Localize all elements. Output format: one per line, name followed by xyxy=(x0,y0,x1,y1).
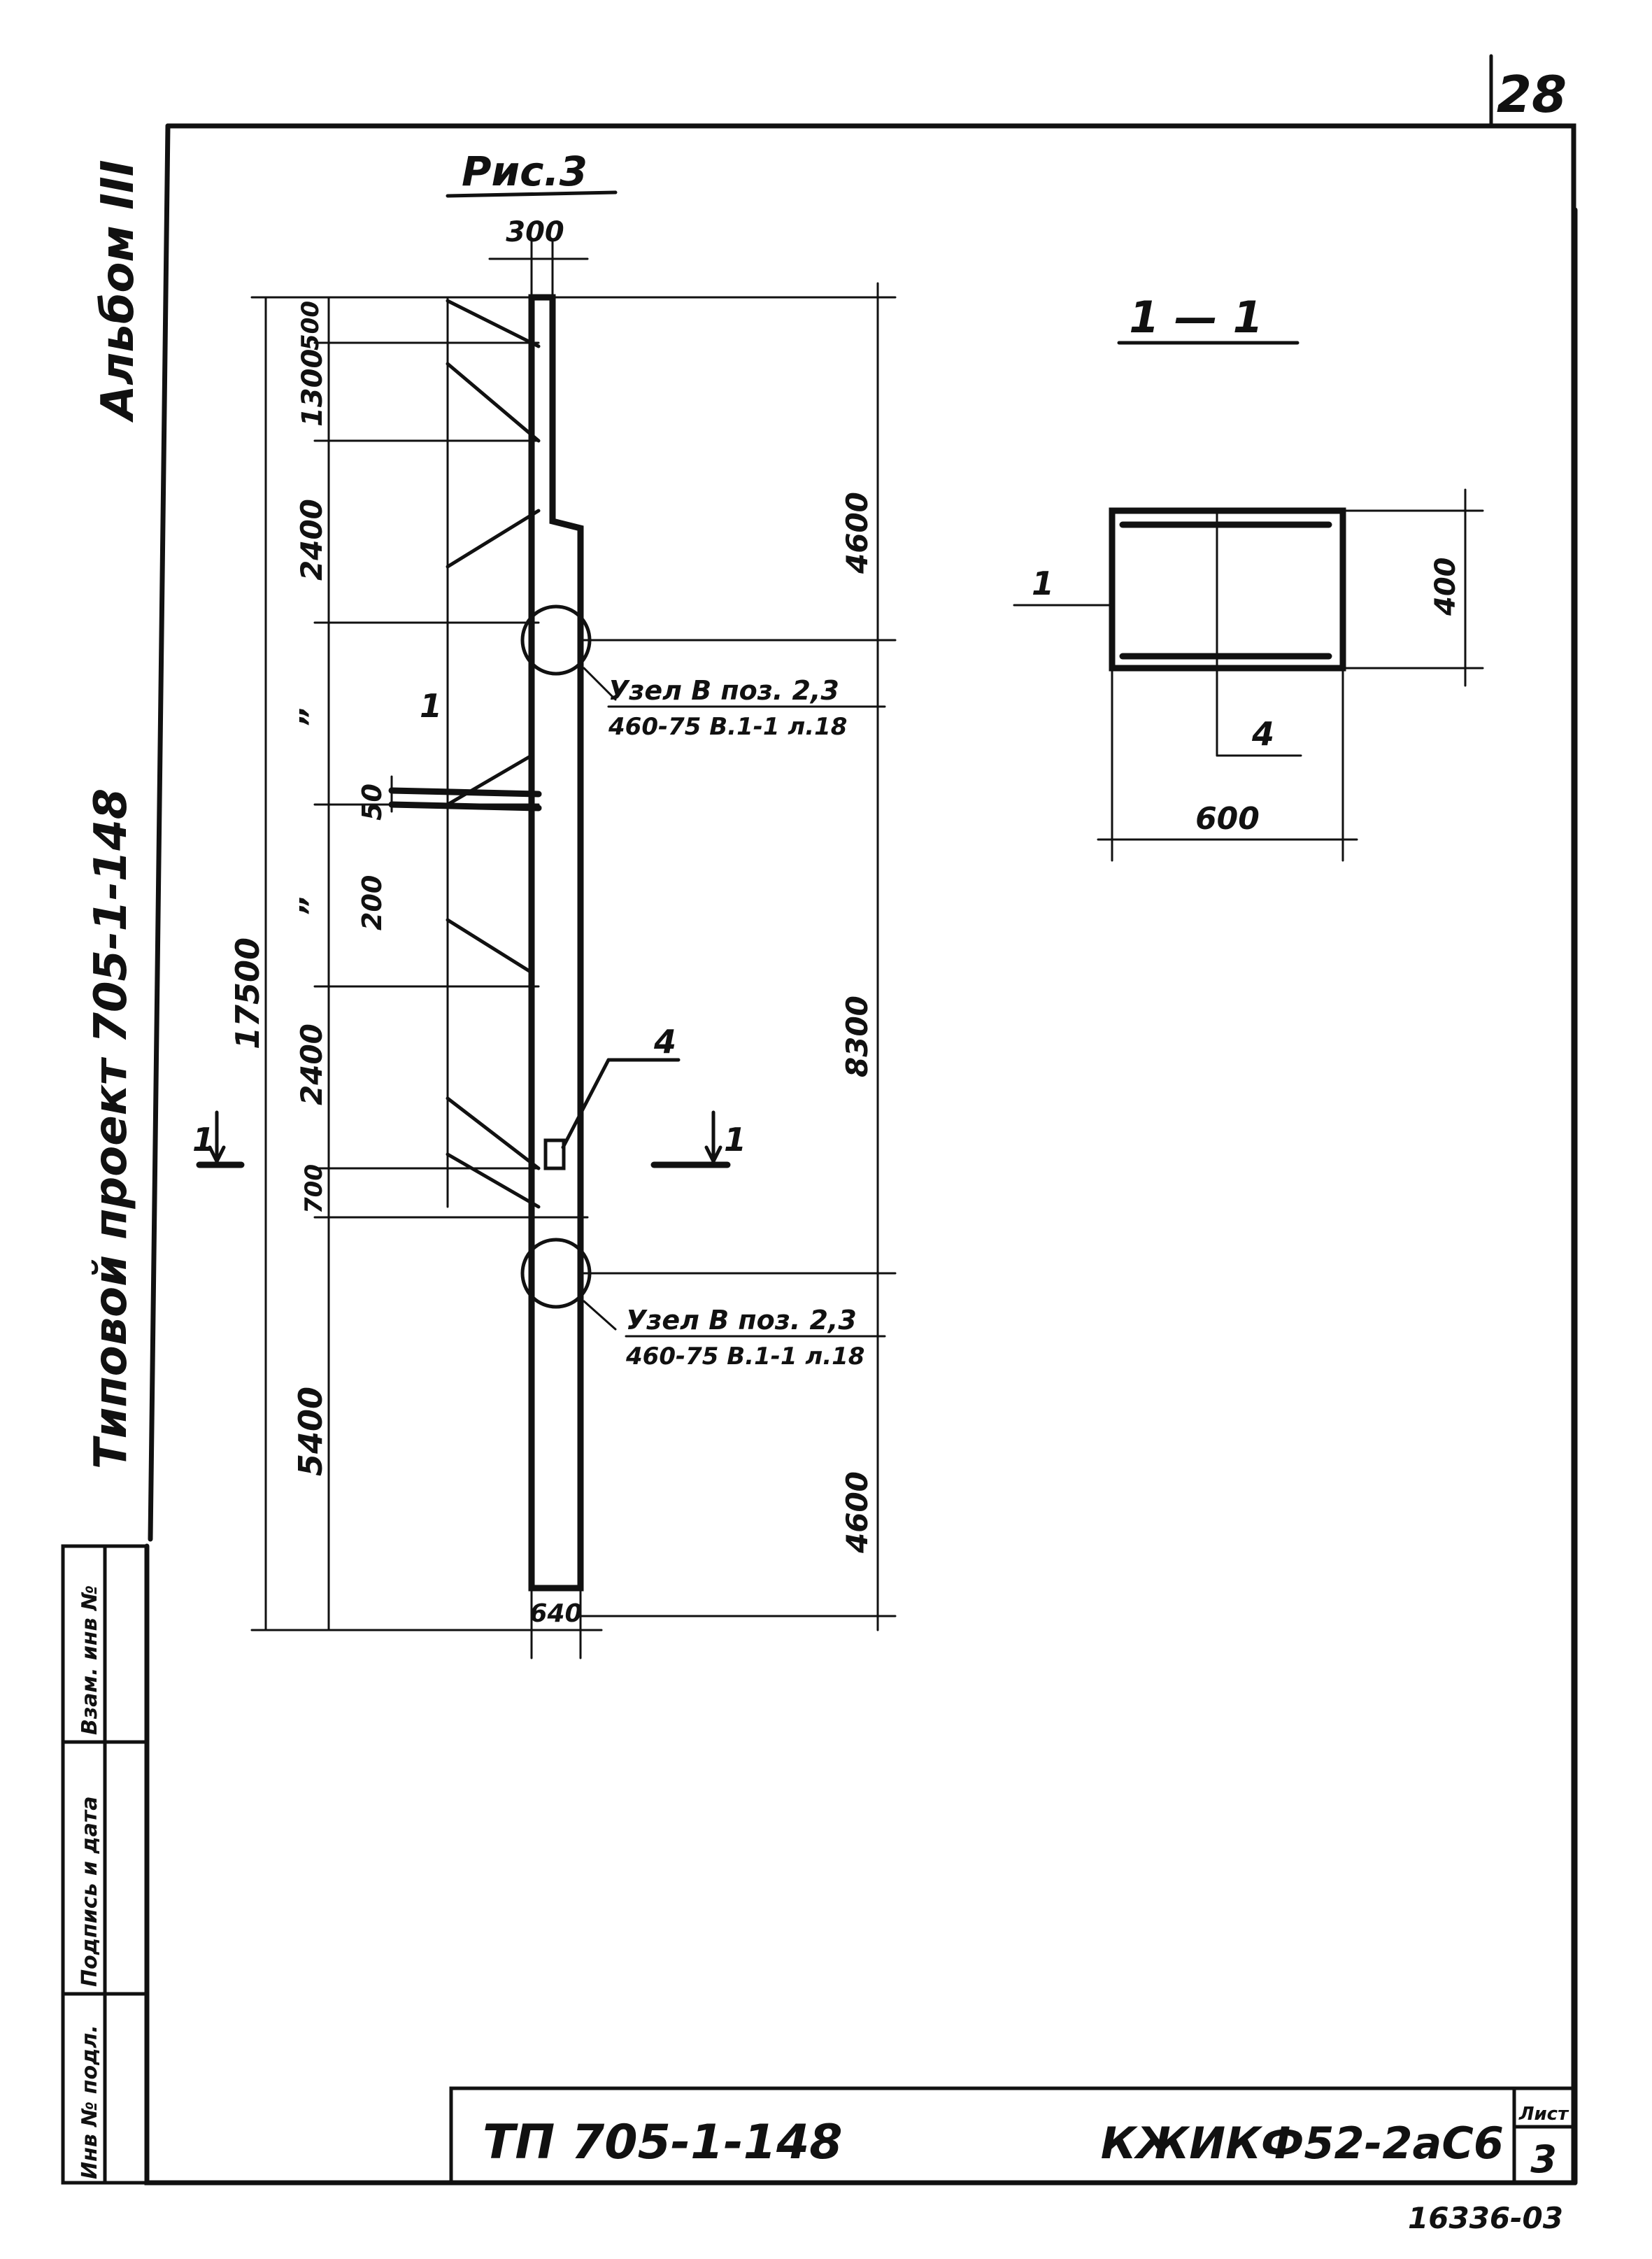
figure-title-underline xyxy=(446,190,618,198)
strut-5 xyxy=(446,918,534,975)
section-title: 1 — 1 xyxy=(1129,292,1262,343)
dim-top-width-value: 300 xyxy=(506,216,564,248)
node-note-upper-line2: 460-75 В.1-1 л.18 xyxy=(608,713,847,741)
section-cut-right: 1 xyxy=(650,1110,746,1168)
archive-number: 16336-03 xyxy=(1408,2201,1563,2235)
strut-1 xyxy=(446,299,541,348)
strut-7 xyxy=(446,1152,541,1209)
dim-seg-repeat-2: ” xyxy=(294,897,329,916)
sheet-frame xyxy=(144,123,1576,2186)
section-cut-left: 1 xyxy=(192,1110,245,1168)
section-outline xyxy=(1109,507,1346,672)
dim-inner-50: 50 xyxy=(357,784,387,821)
dim-seg-repeat-1: ” xyxy=(294,708,329,728)
title-block: ТП 705-1-148 КЖИКФ52-2аС6 Лист 3 16336-0… xyxy=(449,2086,1576,2235)
node-leader-upper xyxy=(583,667,617,701)
dim-seg-2400-lower: 2400 xyxy=(294,1024,329,1105)
album-label: Альбом III xyxy=(92,160,144,423)
dim-seg-700: 700 xyxy=(300,1164,328,1214)
dim-bottom-width: 640 xyxy=(488,1587,603,1659)
sheet-number: 3 xyxy=(1530,2137,1557,2181)
column-outline xyxy=(528,294,584,1592)
cut-left-arrowhead xyxy=(208,1145,226,1166)
figure-title: Рис.3 xyxy=(462,148,588,195)
strut-6 xyxy=(446,1096,541,1170)
dim-overall-17500: 17500 xyxy=(229,937,266,1049)
dim-inner-200: 200 xyxy=(357,875,387,930)
node-note-lower: Узел В поз. 2,3 460-75 В.1-1 л.18 xyxy=(625,1305,886,1371)
cut-left-label: 1 xyxy=(192,1121,215,1159)
project-code: ТП 705-1-148 xyxy=(483,2115,843,2170)
pos1-label: 1 xyxy=(420,687,442,725)
dim-seg-5400: 5400 xyxy=(292,1387,329,1476)
dim-right-4600-upper: 4600 xyxy=(840,492,874,574)
node-leader-lower xyxy=(583,1300,617,1331)
dim-seg-1300: 1300 xyxy=(297,349,329,427)
stamp-replaces-inv: Взам. инв № xyxy=(78,1585,102,1735)
strut-4 xyxy=(446,753,534,807)
node-note-upper: Узел В поз. 2,3 460-75 В.1-1 л.18 xyxy=(607,675,886,741)
dim-seg-500: 500 xyxy=(297,301,325,350)
pos4-leader xyxy=(561,1058,611,1149)
section-pos4-label: 4 xyxy=(1251,715,1274,753)
dim-right-4600-lower: 4600 xyxy=(840,1471,874,1554)
embedded-plate xyxy=(543,1138,566,1170)
section-width-value: 600 xyxy=(1195,801,1260,837)
section-height-value: 400 xyxy=(1430,558,1462,617)
stamp-signature-date: Подпись и дата xyxy=(78,1797,102,1987)
dim-bottom-width-value: 640 xyxy=(529,1599,582,1628)
cut-right-label: 1 xyxy=(724,1121,746,1159)
bracket-rod-1 xyxy=(388,787,542,798)
sheet-label: Лист xyxy=(1518,2104,1569,2125)
dim-seg-2400-upper: 2400 xyxy=(294,499,329,581)
frame-left-edge xyxy=(148,123,171,1542)
section-pos1-label: 1 xyxy=(1032,565,1054,602)
side-stamp: Инв № подл. Подпись и дата Взам. инв № xyxy=(61,1544,149,2185)
title-block-frame xyxy=(449,2086,1576,2185)
cut-right-arrowhead xyxy=(704,1145,722,1166)
pos4-label: 4 xyxy=(653,1023,676,1061)
dim-top-width: 300 xyxy=(488,216,589,299)
dim-right-8300: 8300 xyxy=(840,996,874,1077)
strut-2 xyxy=(446,362,541,443)
dim-left-chain: 500 1300 2400 ” ” 2400 700 5400 17500 20… xyxy=(229,296,589,1631)
node-note-lower-line1: Узел В поз. 2,3 xyxy=(626,1305,857,1336)
dim-right-chain: 4600 8300 4600 xyxy=(551,282,897,1631)
project-label: Типовой проект 705-1-148 xyxy=(85,788,137,1469)
page-number: 28 xyxy=(1497,65,1567,124)
column-elevation: 4 1 xyxy=(388,294,681,1592)
node-note-lower-line2: 460-75 В.1-1 л.18 xyxy=(625,1343,864,1371)
section-1-1: 1 — 1 4 1 400 600 xyxy=(1013,292,1484,862)
stamp-inv-number: Инв № подл. xyxy=(78,2025,102,2179)
strut-3 xyxy=(446,509,541,569)
drawing-mark: КЖИКФ52-2аС6 xyxy=(1101,2118,1504,2169)
node-note-upper-line1: Узел В поз. 2,3 xyxy=(608,675,839,706)
